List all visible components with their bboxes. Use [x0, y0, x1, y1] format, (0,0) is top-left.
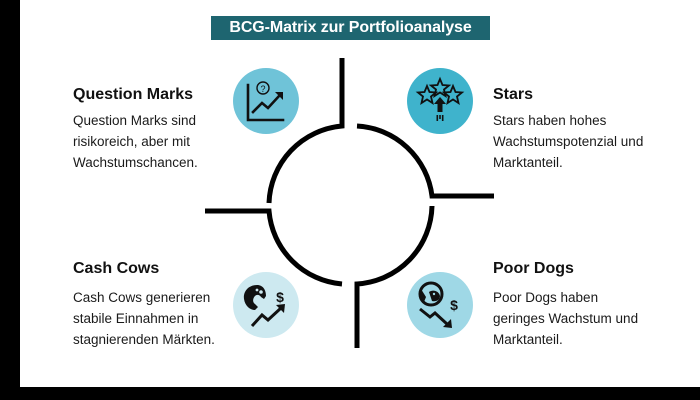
chart-question-growth-icon: ? — [246, 81, 285, 122]
poor-dogs-icon-badge: $ — [407, 272, 473, 338]
arc-bottom-left — [205, 208, 343, 287]
desc-line: risikoreich, aber mit — [73, 134, 191, 149]
question-marks-title: Question Marks — [73, 86, 194, 103]
desc-line: Marktanteil. — [493, 155, 563, 170]
stars-icon-badge — [407, 68, 473, 134]
arc-top-right — [356, 123, 494, 199]
arc-bottom-right — [354, 205, 435, 348]
desc-line: Wachstumschancen. — [73, 155, 198, 170]
cash-cows-description: Cash Cows generieren stabile Einnahmen i… — [73, 287, 263, 350]
cow-dollar-growth-icon: $ — [243, 285, 285, 328]
desc-line: geringes Wachstum und — [493, 311, 639, 326]
cash-cows-icon-badge: $ — [233, 272, 299, 338]
desc-line: Poor Dogs haben — [493, 290, 599, 305]
poor-dogs-description: Poor Dogs haben geringes Wachstum und Ma… — [493, 287, 693, 350]
stars-title: Stars — [493, 86, 534, 103]
desc-line: stagnierenden Märkten. — [73, 332, 215, 347]
stars-description: Stars haben hohes Wachstumspotenzial und… — [493, 110, 693, 173]
diagram-canvas — [20, 0, 700, 387]
arc-top-left — [266, 58, 345, 204]
svg-text:$: $ — [276, 289, 284, 305]
stars-rocket-icon — [415, 76, 465, 121]
svg-text:?: ? — [260, 84, 265, 94]
desc-line: Stars haben hohes — [493, 113, 607, 128]
desc-line: Wachstumspotenzial und — [493, 134, 644, 149]
cash-cows-title: Cash Cows — [73, 260, 160, 277]
dog-dollar-decline-icon: $ — [418, 281, 458, 328]
poor-dogs-title: Poor Dogs — [493, 260, 574, 277]
svg-text:$: $ — [450, 297, 458, 313]
question-marks-icon-badge: ? — [233, 68, 299, 134]
desc-line: stabile Einnahmen in — [73, 311, 199, 326]
desc-line: Cash Cows generieren — [73, 290, 211, 305]
desc-line: Question Marks sind — [73, 113, 197, 128]
page-title: BCG-Matrix zur Portfolioanalyse — [211, 16, 490, 40]
question-marks-description: Question Marks sind risikoreich, aber mi… — [73, 110, 263, 173]
desc-line: Marktanteil. — [493, 332, 563, 347]
